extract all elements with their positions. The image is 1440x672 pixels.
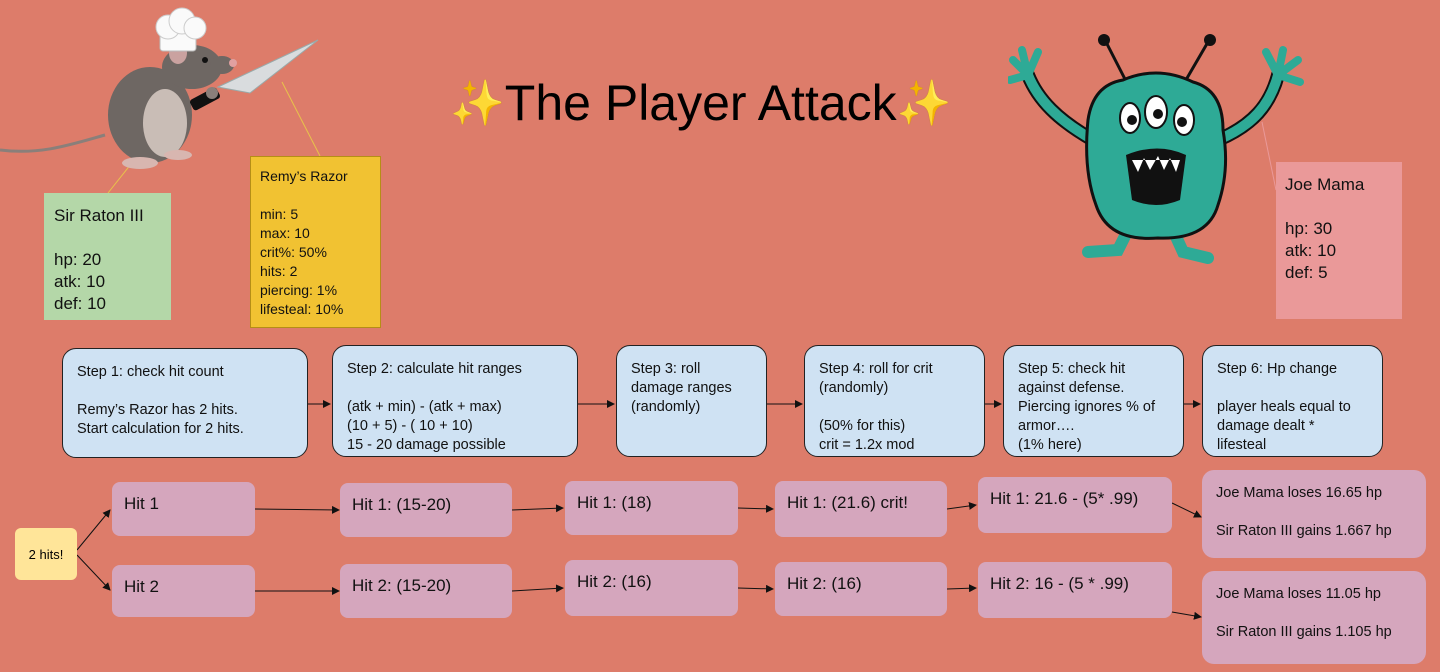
row1-crit-box: Hit 1: (21.6) crit! [775, 481, 947, 537]
step-2-box: Step 2: calculate hit ranges (atk + min)… [332, 345, 578, 457]
step-4-box: Step 4: roll for crit (randomly) (50% fo… [804, 345, 985, 457]
row1-result-box: Joe Mama loses 16.65 hp Sir Raton III ga… [1202, 470, 1426, 558]
row1-hit-box: Hit 1 [112, 482, 255, 536]
row2-defense-box: Hit 2: 16 - (5 * .99) [978, 562, 1172, 618]
row2-range-box: Hit 2: (15-20) [340, 564, 512, 618]
title-text: The Player Attack [504, 75, 897, 131]
player-stats-card: Sir Raton III hp: 20 atk: 10 def: 10 [44, 193, 171, 320]
row2-hit-box: Hit 2 [112, 565, 255, 617]
row1-arrow-5 [1171, 502, 1202, 518]
row1-defense-box: Hit 1: 21.6 - (5* .99) [978, 477, 1172, 533]
row1-range-box: Hit 1: (15-20) [340, 483, 512, 537]
row1-roll-box: Hit 1: (18) [565, 481, 738, 535]
sparkle-icon: ✨ [896, 79, 952, 128]
row2-roll-box: Hit 2: (16) [565, 560, 738, 616]
row2-crit-box: Hit 2: (16) [775, 562, 947, 616]
weapon-callout-line [281, 81, 321, 157]
enemy-stats-card: Joe Mama hp: 30 atk: 10 def: 5 [1276, 162, 1402, 319]
row2-arrow-2 [511, 584, 564, 593]
step-6-box: Step 6: Hp change player heals equal to … [1202, 345, 1383, 457]
monster-illustration [1008, 34, 1304, 264]
row1-arrow-3 [737, 504, 774, 513]
row2-arrow-4 [946, 584, 977, 593]
row1-arrow-1 [254, 505, 340, 514]
weapon-stats-card: Remy’s Razor min: 5 max: 10 crit%: 50% h… [250, 156, 381, 328]
sparkle-icon: ✨ [450, 79, 505, 128]
row2-result-box: Joe Mama loses 11.05 hp Sir Raton III ga… [1202, 571, 1426, 664]
branch-arrow-2 [76, 554, 111, 591]
step-3-box: Step 3: roll damage ranges (randomly) [616, 345, 767, 457]
row2-arrow-5 [1171, 611, 1202, 620]
row1-arrow-4 [946, 501, 977, 510]
branch-arrow-1 [76, 509, 111, 551]
row2-arrow-3 [737, 584, 774, 593]
hit-count-badge: 2 hits! [15, 528, 77, 580]
enemy-callout-line [1261, 121, 1277, 191]
step-5-box: Step 5: check hit against defense. Pierc… [1003, 345, 1184, 457]
row1-arrow-2 [511, 504, 564, 513]
rat-chef-illustration [0, 7, 319, 169]
step-1-box: Step 1: check hit count Remy’s Razor has… [62, 348, 308, 458]
page-title: ✨ The Player Attack ✨ [450, 68, 1010, 138]
